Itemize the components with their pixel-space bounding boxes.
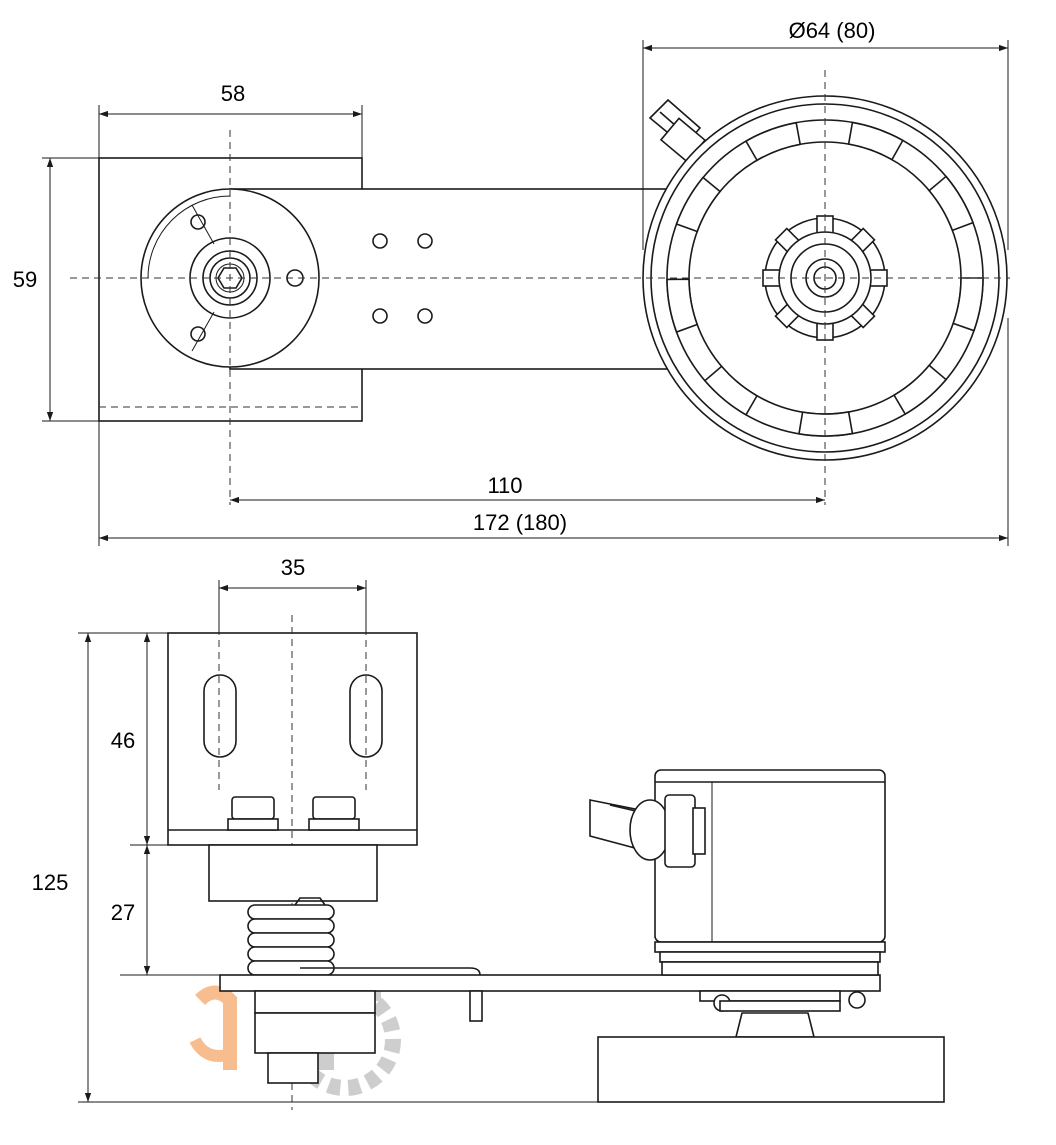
dim-top-width: 58 <box>221 81 245 106</box>
spring-coil <box>247 932 335 948</box>
bracket-nut <box>312 796 356 820</box>
top-view: 58 59 Ø64 (80) 110 172 (180) <box>13 18 1010 546</box>
wheel-tread <box>675 176 722 233</box>
dim-top-height: 59 <box>13 267 37 292</box>
wheel-tread <box>847 121 904 161</box>
dim-center-distance: 110 <box>487 473 522 498</box>
arm-pin <box>469 990 483 1022</box>
arm-hole <box>372 233 388 249</box>
wheel-tread <box>952 277 984 332</box>
wheel-tread <box>744 121 802 162</box>
dim-overall-height: 125 <box>32 870 69 895</box>
dim-spring-height: 27 <box>111 900 135 925</box>
spring-lead <box>294 897 326 906</box>
wheel-tread <box>892 364 948 416</box>
dim-bracket-height: 46 <box>111 728 135 753</box>
dim-slot-spacing: 35 <box>281 555 305 580</box>
wheel-tread <box>798 411 854 437</box>
bracket-nut <box>231 796 275 820</box>
shaft-end <box>267 1052 319 1084</box>
side-cable-gland <box>589 794 706 868</box>
measuring-wheel-side <box>597 1036 945 1103</box>
side-view: 35 46 27 125 <box>32 555 945 1110</box>
wheel-tread <box>666 278 699 334</box>
arm-hole <box>372 308 388 324</box>
wheel-tread <box>703 365 759 416</box>
bracket-slot <box>203 674 237 758</box>
arm-hole <box>417 308 433 324</box>
spring-coil <box>247 946 335 962</box>
spring-coil <box>247 904 335 920</box>
encoder-body <box>654 769 886 976</box>
arm-hole <box>417 233 433 249</box>
bracket-slot <box>349 674 383 758</box>
pivot-housing <box>208 844 378 902</box>
wheel-tread <box>928 175 975 232</box>
dim-overall-length: 172 (180) <box>473 510 567 535</box>
side-arm-plate <box>219 974 881 992</box>
dim-wheel-diameter: Ø64 (80) <box>789 18 876 43</box>
torsion-spring <box>247 897 335 976</box>
spring-coil <box>247 918 335 934</box>
